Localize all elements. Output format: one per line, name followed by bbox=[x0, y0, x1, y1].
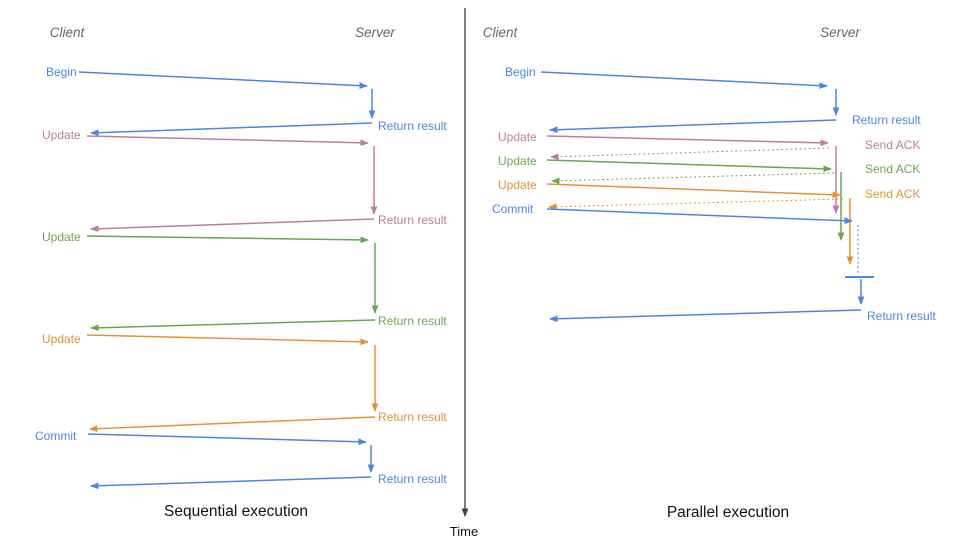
seq-update2-label: Update bbox=[42, 230, 81, 244]
par-update3-ack-dotted-arrow bbox=[548, 198, 844, 211]
seq-begin-response-arrow bbox=[90, 122, 373, 137]
seq-update3-response-arrow bbox=[89, 416, 376, 433]
par-begin-return-label: Return result bbox=[852, 113, 921, 127]
seq-update1-return-label: Return result bbox=[378, 213, 447, 227]
seq-update1-response-arrow bbox=[90, 218, 375, 233]
seq-begin-label: Begin bbox=[46, 65, 77, 79]
sequential-caption: Sequential execution bbox=[164, 503, 308, 520]
seq-update2-request-arrow bbox=[86, 235, 369, 244]
par-begin-response-arrow bbox=[549, 119, 837, 134]
seq-update3-return-label: Return result bbox=[378, 410, 447, 424]
par-commit-response-arrow bbox=[549, 309, 862, 323]
seq-update1-label: Update bbox=[42, 128, 81, 142]
seq-commit-label: Commit bbox=[35, 429, 77, 443]
par-commit-label: Commit bbox=[492, 202, 534, 216]
seq-update3-request-arrow bbox=[86, 334, 369, 346]
par-update1-ack-dotted-arrow bbox=[550, 147, 830, 161]
par-update2-ack-dotted-arrow bbox=[551, 172, 835, 185]
seq-update3-label: Update bbox=[42, 332, 81, 346]
seq-update2-response-arrow bbox=[90, 319, 376, 332]
time-axis-label: Time bbox=[450, 524, 478, 539]
seq-begin-request-arrow bbox=[78, 71, 368, 90]
par-update2-request-arrow bbox=[546, 159, 832, 173]
par-begin-label: Begin bbox=[505, 65, 536, 79]
par-client-header: Client bbox=[483, 25, 519, 40]
par-commit-return-label: Return result bbox=[867, 309, 936, 323]
par-begin-request-arrow bbox=[540, 71, 828, 90]
par-server-header: Server bbox=[820, 25, 860, 40]
par-commit-request-arrow bbox=[546, 208, 853, 225]
parallel-diagram: Client Server Begin Return result Update… bbox=[483, 25, 937, 521]
seq-commit-request-arrow bbox=[87, 433, 367, 446]
par-update2-label: Update bbox=[498, 154, 537, 168]
seq-update1-request-arrow bbox=[86, 135, 369, 147]
par-update3-ack-label: Send ACK bbox=[865, 187, 920, 201]
parallel-caption: Parallel execution bbox=[667, 504, 789, 521]
sequential-diagram: Client Server Begin Return result Update… bbox=[35, 25, 447, 520]
par-update2-ack-label: Send ACK bbox=[865, 162, 920, 176]
par-update3-request-arrow bbox=[546, 183, 841, 199]
seq-server-header: Server bbox=[355, 25, 395, 40]
seq-begin-return-label: Return result bbox=[378, 119, 447, 133]
par-update3-label: Update bbox=[498, 178, 537, 192]
par-update1-request-arrow bbox=[546, 135, 829, 147]
seq-client-header: Client bbox=[50, 25, 86, 40]
par-update1-label: Update bbox=[498, 130, 537, 144]
par-update1-ack-label: Send ACK bbox=[865, 138, 920, 152]
seq-commit-return-label: Return result bbox=[378, 472, 447, 486]
seq-update2-return-label: Return result bbox=[378, 314, 447, 328]
seq-commit-response-arrow bbox=[90, 476, 372, 490]
